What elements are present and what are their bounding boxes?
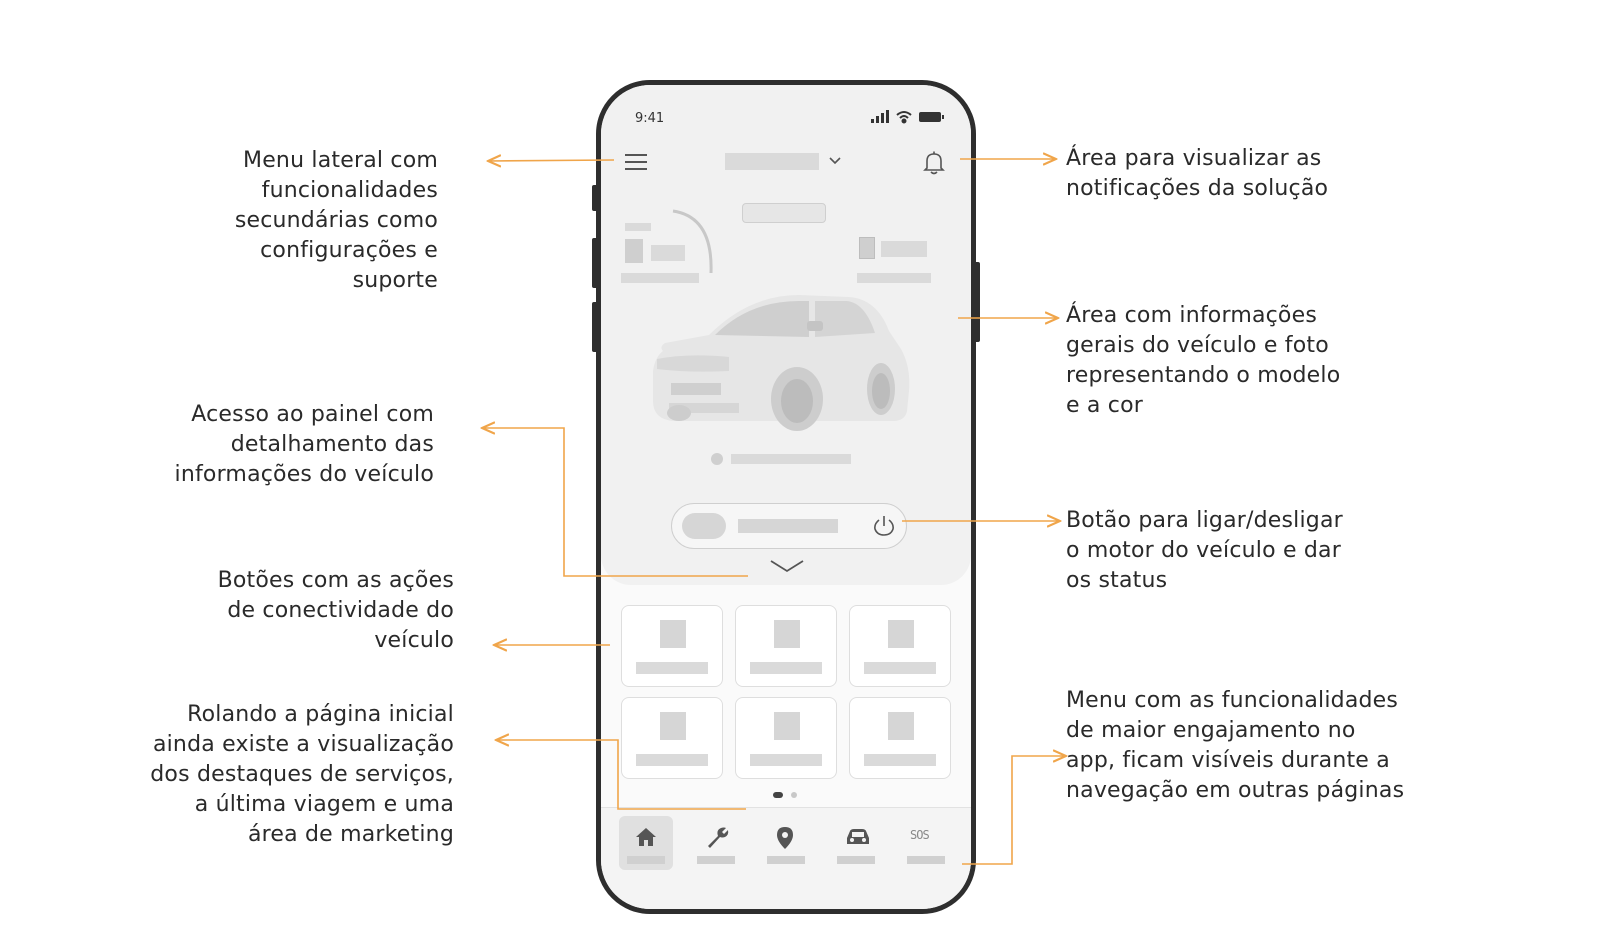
nav-home[interactable] — [619, 816, 673, 870]
vehicle-photo — [653, 295, 910, 431]
fuel-indicator — [851, 235, 941, 285]
action-tile[interactable] — [735, 605, 837, 687]
action-tile[interactable] — [735, 697, 837, 779]
status-time: 9:41 — [635, 111, 665, 126]
nav-services[interactable] — [689, 816, 743, 870]
annotation-bottom-menu: Menu com as funcionalidades de maior eng… — [1066, 688, 1405, 803]
phone-volume-down — [592, 302, 598, 352]
wifi-icon — [896, 111, 912, 124]
vehicle-status-dot — [711, 453, 723, 465]
engine-toggle[interactable] — [671, 503, 907, 549]
phone-power-button — [974, 262, 980, 342]
power-icon[interactable] — [872, 514, 896, 538]
arrow-bottom-menu — [962, 756, 1066, 865]
car-icon — [847, 829, 869, 844]
phone-volume-up — [592, 238, 598, 288]
engine-status-text — [738, 519, 838, 533]
nav-location[interactable] — [759, 816, 813, 870]
nav-vehicle[interactable] — [829, 816, 883, 870]
nav-sos[interactable]: SOS — [899, 816, 953, 870]
action-tile[interactable] — [849, 605, 951, 687]
annotation-notifications: Área para visualizar as notificações da … — [1066, 146, 1329, 201]
annotation-vehicle-info: Área com informações gerais do veículo e… — [1066, 303, 1341, 418]
expand-chevron-icon[interactable] — [769, 559, 805, 575]
range-gauge — [621, 207, 721, 287]
plate-placeholder — [742, 203, 826, 223]
action-tile[interactable] — [849, 697, 951, 779]
menu-icon[interactable] — [625, 153, 647, 175]
chevron-down-icon — [829, 157, 841, 165]
page-indicator[interactable] — [773, 791, 801, 799]
signal-icon — [871, 110, 889, 123]
bottom-nav: SOS — [601, 807, 971, 909]
sos-icon: SOS — [910, 828, 930, 842]
annotation-engine-button: Botão para ligar/desligar o motor do veí… — [1066, 508, 1343, 593]
vehicle-status-text — [731, 454, 851, 464]
annotation-side-menu: Menu lateral com funcionalidades secundá… — [234, 148, 438, 293]
annotation-dashboard-access: Acesso ao painel com detalhamento das in… — [174, 402, 434, 487]
engine-toggle-knob[interactable] — [682, 513, 726, 539]
bell-icon[interactable] — [923, 151, 945, 179]
battery-icon — [919, 112, 944, 122]
action-tile[interactable] — [621, 697, 723, 779]
location-pin-icon — [777, 827, 793, 849]
status-icons — [871, 109, 945, 128]
wrench-icon — [708, 827, 729, 848]
phone-side-button — [592, 185, 598, 211]
annotation-scroll-home: Rolando a página inicial ainda existe a … — [150, 702, 454, 847]
annotation-connectivity-actions: Botões com as ações de conectividade do … — [217, 568, 454, 653]
action-tile[interactable] — [621, 605, 723, 687]
vehicle-selector[interactable] — [725, 151, 849, 171]
home-icon — [636, 828, 656, 846]
phone-mockup: 9:41 — [596, 80, 976, 914]
